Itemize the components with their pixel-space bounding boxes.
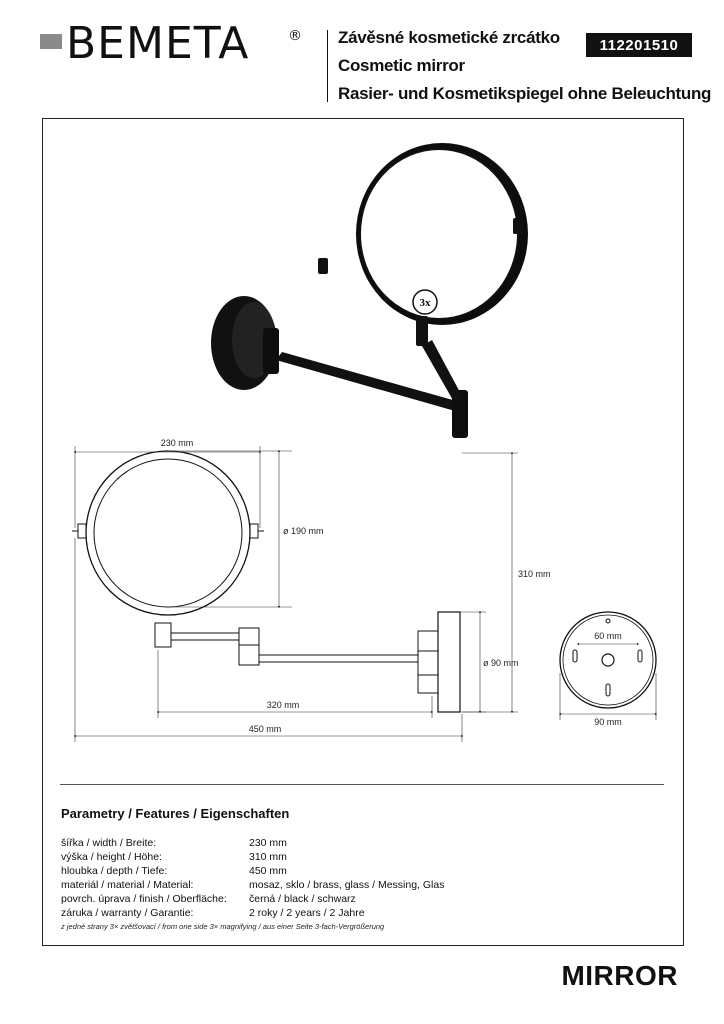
spec-value: 310 mm <box>249 851 287 863</box>
dim-depth-label: 450 mm <box>249 724 282 734</box>
dim-arm-label: 320 mm <box>267 700 300 710</box>
spec-row-finish: povrch. úprava / finish / Oberfläche: če… <box>61 892 444 906</box>
dim-plate-width-label: 90 mm <box>594 717 622 727</box>
registered-mark: ® <box>288 28 302 44</box>
brand-logo: BEMETA <box>66 18 250 69</box>
spec-row-depth: hloubka / depth / Tiefe: 450 mm <box>61 864 444 878</box>
product-code-badge: 112201510 <box>586 33 692 57</box>
header-divider <box>327 30 328 102</box>
technical-drawing: 3x <box>72 143 658 742</box>
title-czech: Závěsné kosmetické zrcátko <box>338 28 560 47</box>
title-german: Rasier- und Kosmetikspiegel ohne Beleuch… <box>338 84 712 103</box>
dimension-lines <box>73 446 658 742</box>
front-view <box>72 450 461 713</box>
spec-row-material: materiál / material / Material: mosaz, s… <box>61 878 444 892</box>
magnification-badge-label: 3x <box>420 297 432 309</box>
spec-value: 450 mm <box>249 865 287 877</box>
dim-holes-label: 60 mm <box>594 631 622 641</box>
dim-width-label: 230 mm <box>161 438 194 448</box>
logo-mark <box>40 34 62 49</box>
title-english: Cosmetic mirror <box>338 56 465 75</box>
product-illustration: 3x <box>211 143 528 438</box>
spec-row-width: šířka / width / Breite: 230 mm <box>61 836 444 850</box>
spec-label: materiál / material / Material: <box>61 879 194 891</box>
spec-label: povrch. úprava / finish / Oberfläche: <box>61 893 227 905</box>
spec-row-warranty: záruka / warranty / Garantie: 2 roky / 2… <box>61 906 444 920</box>
spec-value: mosaz, sklo / brass, glass / Messing, Gl… <box>249 879 445 891</box>
dim-height-label: 310 mm <box>518 569 551 579</box>
spec-value: černá / black / schwarz <box>249 893 356 905</box>
spec-row-height: výška / height / Höhe: 310 mm <box>61 850 444 864</box>
features-table: šířka / width / Breite: 230 mm výška / h… <box>61 836 444 920</box>
spec-label: hloubka / depth / Tiefe: <box>61 865 168 877</box>
spec-label: záruka / warranty / Garantie: <box>61 907 194 919</box>
features-title: Parametry / Features / Eigenschaften <box>61 806 290 821</box>
magnification-footnote: z jedné strany 3× zvětšovací / from one … <box>61 922 385 931</box>
spec-value: 230 mm <box>249 837 287 849</box>
category-title: MIRROR <box>561 960 678 991</box>
section-divider <box>60 784 664 785</box>
spec-value: 2 roky / 2 years / 2 Jahre <box>249 907 365 919</box>
drawing-frame <box>42 118 684 946</box>
spec-label: výška / height / Höhe: <box>61 851 162 863</box>
magnification-badge-icon <box>412 289 438 315</box>
wall-plate-view <box>559 611 657 709</box>
dim-plate-diameter-label: ø 90 mm <box>483 658 519 668</box>
dim-mirror-diameter-label: ø 190 mm <box>283 526 324 536</box>
spec-label: šířka / width / Breite: <box>61 837 157 849</box>
